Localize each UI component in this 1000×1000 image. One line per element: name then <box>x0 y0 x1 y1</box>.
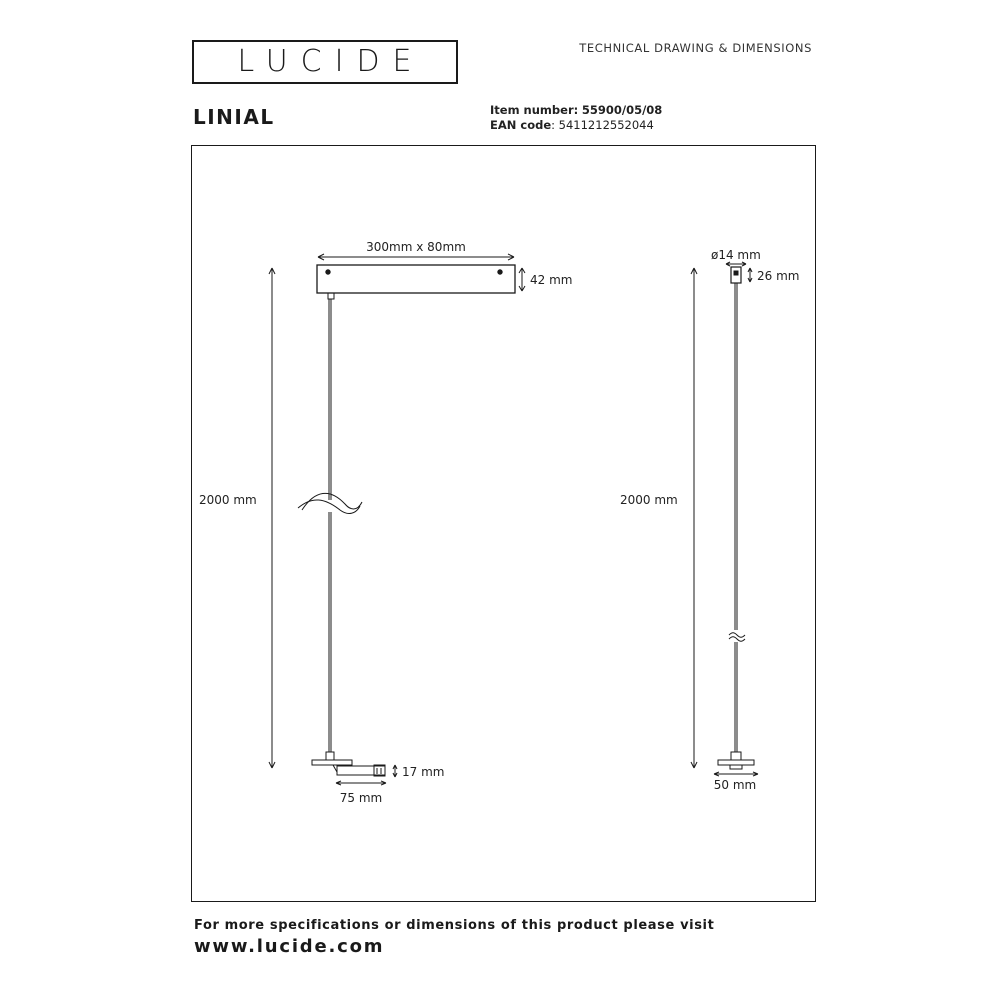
dim-arrows-top-height <box>747 267 753 283</box>
dim-arrows-diameter <box>725 261 747 267</box>
ean-code-label: EAN code <box>490 118 552 132</box>
side-break-upper <box>728 632 746 638</box>
ean-code: EAN code: 5411212552044 <box>490 118 654 132</box>
label-side-bottom-width: 50 mm <box>714 778 756 792</box>
footer-url[interactable]: www.lucide.com <box>194 936 385 957</box>
dim-arrows-bottom-height <box>392 764 398 778</box>
bottom-bracket <box>332 764 338 773</box>
cable-break-upper <box>301 493 363 511</box>
ean-code-value: : 5411212552044 <box>551 118 654 132</box>
luminaire-head <box>336 765 386 776</box>
canopy-screw-left <box>325 269 331 275</box>
dim-arrows-total-length <box>268 267 276 769</box>
bottom-clamp <box>325 751 335 761</box>
front-canopy <box>316 264 516 294</box>
footer-text: For more specifications or dimensions of… <box>194 918 715 933</box>
canopy-screw-right <box>497 269 503 275</box>
item-number-label: Item number: <box>490 103 579 117</box>
label-top-height: 26 mm <box>757 269 799 283</box>
side-clamp <box>730 751 742 761</box>
cable-gland <box>327 292 335 300</box>
brand-logo: LUCIDE <box>237 44 425 79</box>
dim-arrows-canopy-height <box>518 267 526 292</box>
label-diameter: ø14 mm <box>711 248 761 262</box>
cable-break-lower <box>297 499 361 514</box>
dim-arrows-side-bottom-width <box>713 771 759 777</box>
logo-frame <box>192 40 458 84</box>
luminaire-end-cap <box>373 764 386 777</box>
side-canopy-screw <box>733 270 739 276</box>
label-canopy-size: 300mm x 80mm <box>366 240 466 254</box>
label-front-length: 2000 mm <box>199 493 257 507</box>
label-bottom-height: 17 mm <box>402 765 444 779</box>
label-canopy-height: 42 mm <box>530 273 572 287</box>
item-number: Item number: 55900/05/08 <box>490 103 662 117</box>
dim-arrows-bottom-width <box>335 780 387 786</box>
side-canopy <box>730 266 742 284</box>
side-view <box>690 261 759 777</box>
bottom-plate <box>311 759 353 766</box>
side-plate <box>717 759 755 766</box>
side-head <box>729 764 743 770</box>
product-name: LINIAL <box>193 105 275 129</box>
side-break-lower <box>728 636 746 642</box>
item-number-value: 55900/05/08 <box>581 103 663 117</box>
document-type: TECHNICAL DRAWING & DIMENSIONS <box>579 41 812 55</box>
dim-arrows-canopy-width <box>317 253 515 261</box>
label-side-length: 2000 mm <box>620 493 678 507</box>
label-bottom-width: 75 mm <box>340 791 382 805</box>
front-view <box>268 253 526 786</box>
drawing-frame <box>191 145 816 902</box>
dim-arrows-side-length <box>690 267 698 769</box>
